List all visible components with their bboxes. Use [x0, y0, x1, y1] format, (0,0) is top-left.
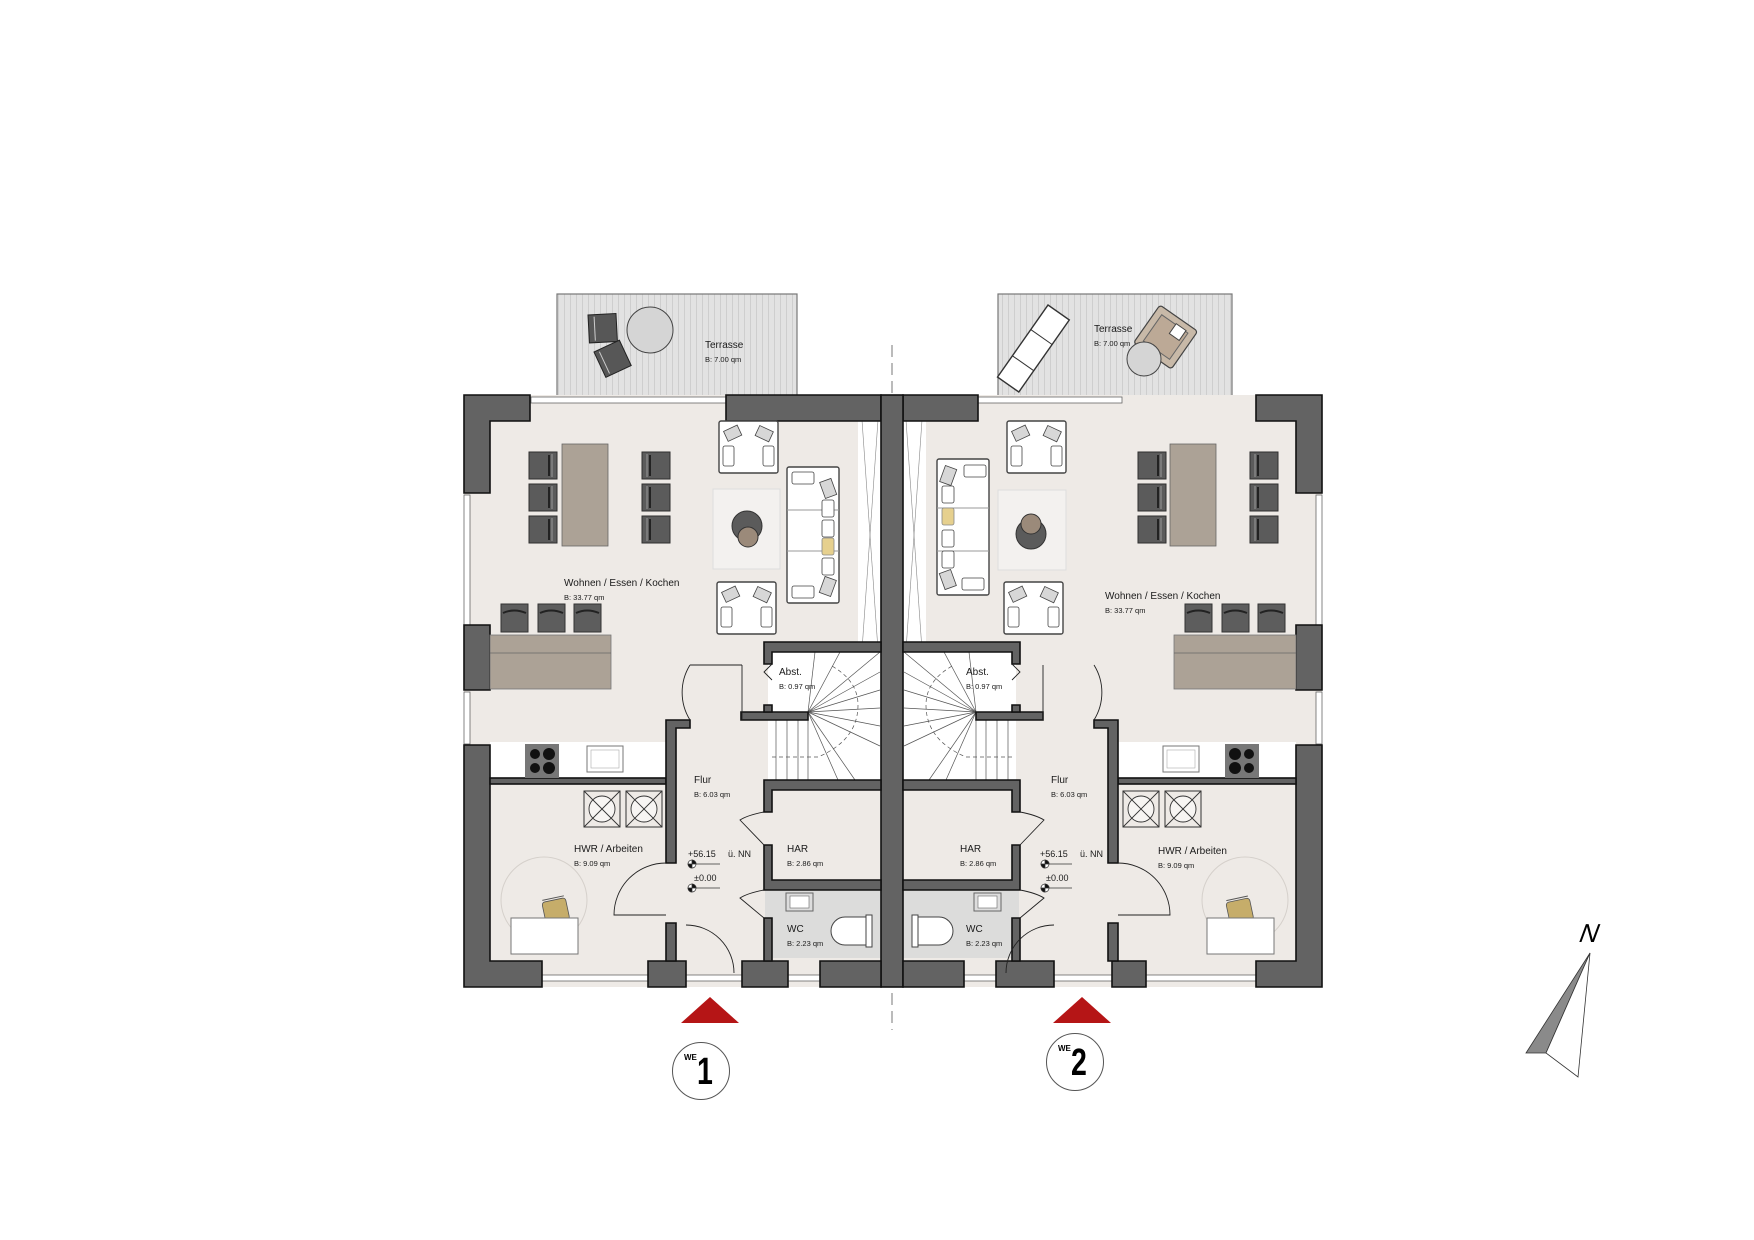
walls	[463, 394, 1323, 988]
entrance-arrow-we1	[681, 997, 739, 1023]
wc-fixtures-we2	[911, 892, 1002, 948]
dining-set-we2	[1137, 443, 1279, 547]
unit-badge-we1: WE 1	[672, 1042, 730, 1100]
unit-badge-prefix: WE	[684, 1053, 697, 1062]
elevation-markers	[687, 859, 1072, 893]
elevation-relative-we1: ±0.00	[694, 873, 717, 883]
unit-badge-prefix: WE	[1058, 1044, 1071, 1053]
staircase-we1	[772, 651, 881, 781]
room-label-storage-we2: Abst.B: 0.97 qm	[966, 667, 1003, 691]
staircase-we2	[903, 651, 1012, 781]
dining-set-we1	[528, 443, 671, 547]
kitchen-island-we1	[489, 603, 612, 690]
elevation-suffix-we1: ü. NN	[728, 849, 752, 859]
elevation-suffix-we2: ü. NN	[1080, 849, 1104, 859]
terrace-we2	[996, 293, 1233, 397]
kitchen-counter-we2	[1162, 744, 1259, 778]
lounge-we2	[936, 420, 1067, 635]
kitchen-island-we2	[1173, 603, 1297, 690]
kitchen-counter-we1	[525, 744, 624, 778]
unit-badge-number: 2	[1071, 1042, 1087, 1084]
utility-we1	[500, 790, 663, 955]
elevation-absolute-we2: +56.15	[1040, 849, 1068, 859]
entrance-arrow-we2	[1053, 997, 1111, 1023]
north-arrow-icon	[1525, 952, 1591, 1078]
lounge-we1	[712, 420, 840, 635]
elevation-absolute-we1: +56.15	[688, 849, 716, 859]
terrace-we1	[556, 293, 798, 397]
wc-fixtures-we1	[785, 892, 873, 948]
unit-badge-we2: WE 2	[1046, 1033, 1104, 1091]
unit-badge-number: 1	[697, 1051, 713, 1093]
room-label-storage-we1: Abst.B: 0.97 qm	[779, 667, 816, 691]
utility-we2	[1122, 790, 1289, 955]
elevation-relative-we2: ±0.00	[1046, 873, 1069, 883]
